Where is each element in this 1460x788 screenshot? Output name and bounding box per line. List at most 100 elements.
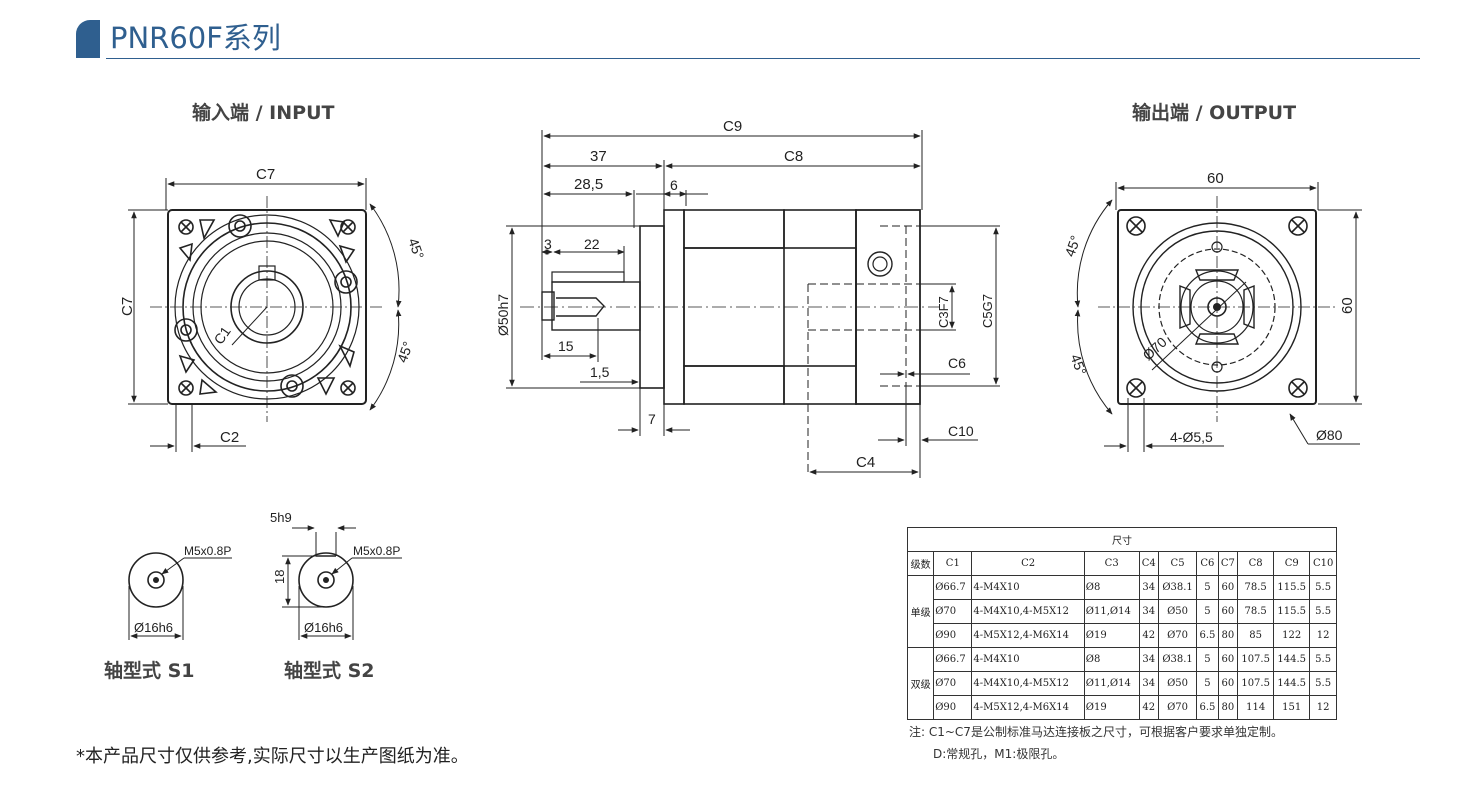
- dim-d70: Ø70: [1139, 334, 1170, 364]
- dim-m5-s2: M5x0.8P: [353, 544, 400, 558]
- table-cell: 5: [1196, 647, 1219, 672]
- table-cell: Ø70: [933, 671, 973, 696]
- table-cell: 115.5: [1273, 599, 1311, 624]
- table-cell: 4-M5X12,4-M6X14: [971, 695, 1085, 720]
- dim-c9: C9: [723, 118, 742, 135]
- table-cell: 5: [1196, 599, 1219, 624]
- stage-cell: 单级: [906, 575, 935, 648]
- table-cell: 6.5: [1196, 695, 1219, 720]
- shaft-s1-label: 轴型式 S1: [104, 660, 195, 682]
- table-cell: 12: [1309, 695, 1337, 720]
- table-cell: 12: [1309, 623, 1337, 648]
- table-cell: 107.5: [1237, 671, 1275, 696]
- table-cell: Ø8: [1083, 575, 1140, 600]
- dim-45-d: 45°: [1067, 352, 1089, 377]
- side-view: C9 37 C8 28,5 6: [495, 118, 1000, 478]
- dim-c4: C4: [856, 454, 875, 471]
- dim-d80: Ø80: [1316, 427, 1343, 443]
- col-header: C4: [1138, 551, 1159, 576]
- dim-5h9: 5h9: [270, 510, 292, 525]
- dim-c7-left: C7: [119, 297, 136, 316]
- dim-22: 22: [584, 236, 600, 252]
- dim-60-top: 60: [1207, 170, 1224, 187]
- output-view: 60 60 45° 45°: [1061, 170, 1362, 452]
- table-cell: 122: [1273, 623, 1311, 648]
- table-header-row: 级数 C1 C2 C3 C4 C5 C6 C7 C8 C9 C10: [906, 551, 1337, 576]
- table-cell: 78.5: [1237, 599, 1275, 624]
- shaft-s2-label: 轴型式 S2: [284, 660, 375, 682]
- table-note-2: D:常规孔，M1:极限孔。: [933, 747, 1065, 761]
- dim-1-5: 1,5: [590, 364, 610, 380]
- col-header: C9: [1273, 551, 1311, 576]
- table-cell: Ø50: [1157, 671, 1198, 696]
- table-cell: 151: [1273, 695, 1311, 720]
- table-cell: Ø38.1: [1157, 575, 1198, 600]
- dim-6: 6: [670, 177, 678, 193]
- page-header: PNR60F系列: [76, 18, 1420, 60]
- page-title: PNR60F系列: [110, 21, 281, 55]
- col-header: C10: [1309, 551, 1337, 576]
- table-cell: 4-M4X10: [971, 647, 1085, 672]
- table-cell: 60: [1217, 647, 1239, 672]
- dim-45-a: 45°: [405, 236, 427, 261]
- table-cell: 5: [1196, 575, 1219, 600]
- table-cell: 60: [1217, 599, 1239, 624]
- table-cell: 60: [1217, 671, 1239, 696]
- col-header: C7: [1217, 551, 1239, 576]
- dim-7: 7: [648, 411, 656, 427]
- dim-m5-s1: M5x0.8P: [184, 544, 231, 558]
- dim-37: 37: [590, 148, 607, 165]
- dim-d16-s1: Ø16h6: [134, 620, 173, 635]
- table-cell: 5.5: [1309, 671, 1337, 696]
- col-header: C8: [1237, 551, 1275, 576]
- dim-4-d55: 4-Ø5,5: [1170, 429, 1213, 445]
- dim-d16-s2: Ø16h6: [304, 620, 343, 635]
- table-cell: Ø66.7: [933, 575, 973, 600]
- dim-45-c: 45°: [1061, 233, 1083, 258]
- input-heading: 输入端 / INPUT: [192, 102, 335, 124]
- dim-28-5: 28,5: [574, 176, 603, 193]
- table-cell: Ø11,Ø14: [1083, 599, 1140, 624]
- dim-45-b: 45°: [394, 339, 416, 364]
- col-header: C3: [1083, 551, 1140, 576]
- table-cell: Ø38.1: [1157, 647, 1198, 672]
- col-header: C1: [933, 551, 973, 576]
- shaft-s2-view: 5h9 18 M5x0.8P Ø16h6: [270, 510, 402, 640]
- col-header: C5: [1157, 551, 1198, 576]
- table-cell: 114: [1237, 695, 1275, 720]
- table-cell: Ø70: [933, 599, 973, 624]
- table-cell: 4-M5X12,4-M6X14: [971, 623, 1085, 648]
- table-cell: 78.5: [1237, 575, 1275, 600]
- dim-c5: C5G7: [980, 294, 995, 328]
- dim-c7-top: C7: [256, 166, 275, 183]
- table-cell: Ø90: [933, 695, 973, 720]
- dim-15: 15: [558, 338, 574, 354]
- dim-60-right: 60: [1339, 297, 1356, 314]
- table-cell: 5: [1196, 671, 1219, 696]
- col-header: C2: [971, 551, 1085, 576]
- table-cell: Ø70: [1157, 695, 1198, 720]
- table-cell: Ø11,Ø14: [1083, 671, 1140, 696]
- dim-c2: C2: [220, 429, 239, 446]
- dim-c8: C8: [784, 148, 803, 165]
- table-cell: Ø8: [1083, 647, 1140, 672]
- dim-c3: C3F7: [936, 296, 951, 328]
- input-view: C7 C7: [119, 166, 427, 452]
- stage-cell: 双级: [906, 647, 935, 720]
- table-cell: 4-M4X10,4-M5X12: [971, 599, 1085, 624]
- dim-18: 18: [272, 570, 287, 584]
- dim-d50: Ø50h7: [495, 294, 511, 336]
- table-cell: Ø19: [1083, 695, 1140, 720]
- table-cell: 5.5: [1309, 575, 1337, 600]
- col-header: 级数: [906, 551, 935, 576]
- table-cell: 80: [1217, 623, 1239, 648]
- table-cell: Ø66.7: [933, 647, 973, 672]
- table-cell: Ø19: [1083, 623, 1140, 648]
- table-cell: 80: [1217, 695, 1239, 720]
